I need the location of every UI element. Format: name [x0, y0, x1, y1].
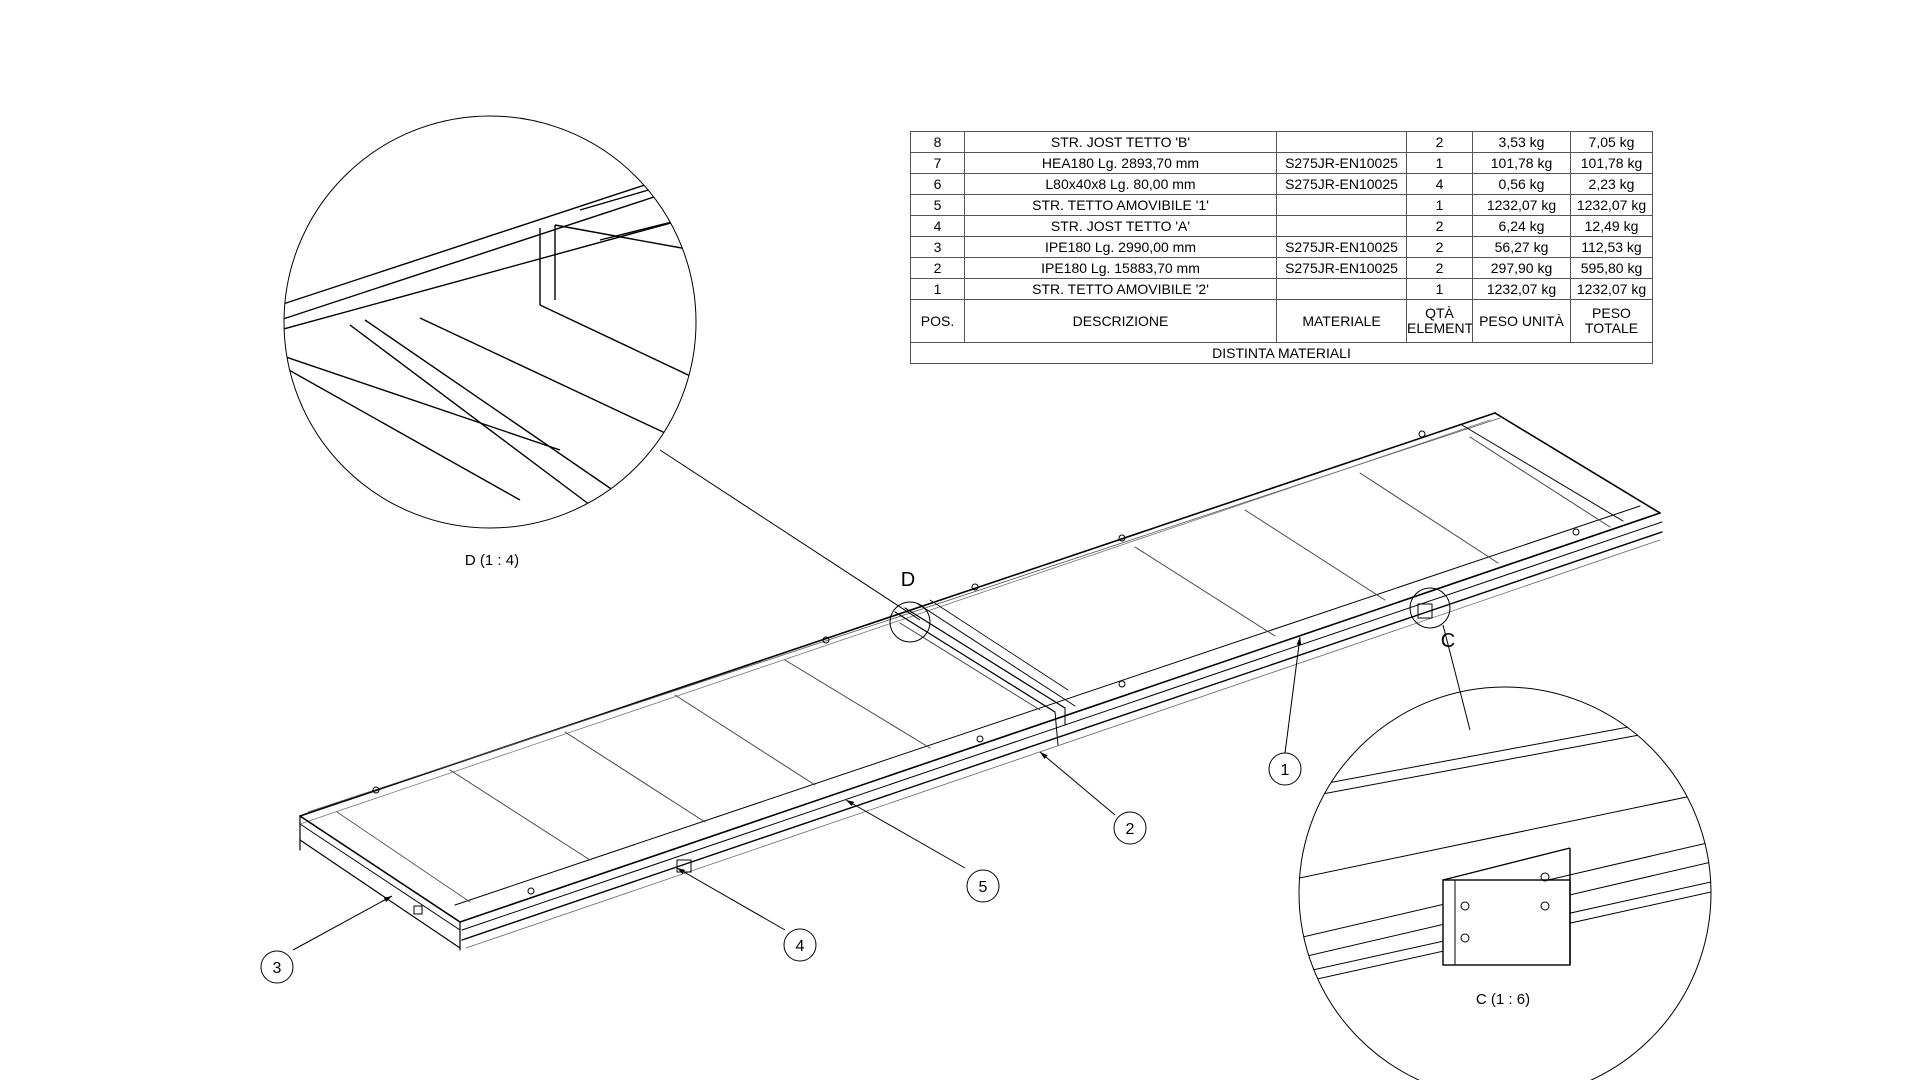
balloon-1-label: 1 [1281, 762, 1290, 779]
bom-cell-peso-unita: 1232,07 kg [1472, 194, 1571, 216]
balloon-4: 4 [783, 928, 817, 962]
bom-cell-peso-totale: 595,80 kg [1570, 257, 1653, 279]
bom-cell-peso-unita: 297,90 kg [1472, 257, 1571, 279]
bom-header-descrizione: DESCRIZIONE [964, 299, 1277, 343]
detail-c-leader [1442, 624, 1471, 731]
roof-structure [299, 412, 1663, 951]
bom-cell-descrizione: STR. JOST TETTO 'B' [964, 131, 1277, 153]
bom-cell-peso-unita: 0,56 kg [1472, 173, 1571, 195]
detail-d-caption: D (1 : 4) [465, 552, 519, 569]
bom-cell-peso-totale: 1232,07 kg [1570, 194, 1653, 216]
bom-cell-qta: 2 [1406, 131, 1473, 153]
detail-c-view [1298, 587, 1712, 1080]
bom-cell-qta: 1 [1406, 278, 1473, 300]
bom-cell-peso-unita: 6,24 kg [1472, 215, 1571, 237]
bom-cell-pos: 2 [910, 257, 965, 279]
balloon-leaders [292, 636, 1302, 951]
detail-d-leader [659, 449, 921, 621]
bom-cell-materiale: S275JR-EN10025 [1276, 152, 1407, 174]
bom-cell-descrizione: IPE180 Lg. 15883,70 mm [964, 257, 1277, 279]
bom-cell-pos: 7 [910, 152, 965, 174]
detail-d-marker: D [901, 569, 915, 591]
bom-header-peso-totale: PESO TOTALE [1570, 299, 1653, 343]
bom-cell-qta: 1 [1406, 194, 1473, 216]
bom-cell-peso-totale: 12,49 kg [1570, 215, 1653, 237]
bom-cell-pos: 4 [910, 215, 965, 237]
bom-header-materiale: MATERIALE [1276, 299, 1407, 343]
bom-cell-materiale [1276, 278, 1407, 300]
bom-cell-descrizione: STR. TETTO AMOVIBILE '1' [964, 194, 1277, 216]
bom-cell-peso-totale: 2,23 kg [1570, 173, 1653, 195]
bom-cell-peso-totale: 112,53 kg [1570, 236, 1653, 258]
bom-cell-materiale [1276, 194, 1407, 216]
bom-cell-descrizione: HEA180 Lg. 2893,70 mm [964, 152, 1277, 174]
bom-cell-peso-unita: 101,78 kg [1472, 152, 1571, 174]
bom-header-qta: QTÀ ELEMENTI [1406, 299, 1473, 343]
bom-cell-peso-unita: 1232,07 kg [1472, 278, 1571, 300]
bom-cell-qta: 1 [1406, 152, 1473, 174]
bom-cell-peso-totale: 101,78 kg [1570, 152, 1653, 174]
detail-c-marker: C [1441, 630, 1455, 652]
detail-d-marker-circle [889, 601, 931, 643]
balloon-5: 5 [966, 869, 1000, 903]
bom-cell-descrizione: STR. TETTO AMOVIBILE '2' [964, 278, 1277, 300]
bom-cell-pos: 6 [910, 173, 965, 195]
bom-cell-materiale: S275JR-EN10025 [1276, 236, 1407, 258]
bom-cell-qta: 2 [1406, 236, 1473, 258]
bom-cell-materiale [1276, 131, 1407, 153]
bom-cell-peso-unita: 3,53 kg [1472, 131, 1571, 153]
bom-cell-descrizione: STR. JOST TETTO 'A' [964, 215, 1277, 237]
bom-header-peso-unita: PESO UNITÀ [1472, 299, 1571, 343]
bom-cell-materiale: S275JR-EN10025 [1276, 257, 1407, 279]
balloon-1: 1 [1268, 752, 1302, 786]
bom-cell-qta: 2 [1406, 257, 1473, 279]
balloon-4-label: 4 [796, 938, 805, 955]
bom-header-pos: POS. [910, 299, 965, 343]
balloon-2: 2 [1113, 811, 1147, 845]
bom-header-row: POS. DESCRIZIONE MATERIALE QTÀ ELEMENTI … [910, 299, 1653, 343]
balloon-2-label: 2 [1126, 821, 1135, 838]
bom-cell-descrizione: L80x40x8 Lg. 80,00 mm [964, 173, 1277, 195]
bom-cell-peso-unita: 56,27 kg [1472, 236, 1571, 258]
bom-cell-qta: 2 [1406, 215, 1473, 237]
bom-cell-materiale: S275JR-EN10025 [1276, 173, 1407, 195]
detail-d-view [283, 115, 931, 643]
bom-cell-qta: 4 [1406, 173, 1473, 195]
bom-cell-pos: 1 [910, 278, 965, 300]
bom-title: DISTINTA MATERIALI [910, 342, 1653, 364]
bom-cell-materiale [1276, 215, 1407, 237]
bom-title-row: DISTINTA MATERIALI [910, 342, 1653, 364]
balloon-5-label: 5 [979, 879, 988, 896]
detail-c-caption: C (1 : 6) [1476, 991, 1530, 1008]
bom-cell-descrizione: IPE180 Lg. 2990,00 mm [964, 236, 1277, 258]
bom-cell-pos: 8 [910, 131, 965, 153]
balloons: 1 2 3 4 5 [260, 752, 1302, 984]
bom-cell-pos: 3 [910, 236, 965, 258]
bom-cell-pos: 5 [910, 194, 965, 216]
detail-c-marker-circle [1409, 587, 1451, 629]
balloon-3: 3 [260, 950, 294, 984]
bom-cell-peso-totale: 1232,07 kg [1570, 278, 1653, 300]
bom-cell-peso-totale: 7,05 kg [1570, 131, 1653, 153]
balloon-3-label: 3 [273, 960, 282, 977]
